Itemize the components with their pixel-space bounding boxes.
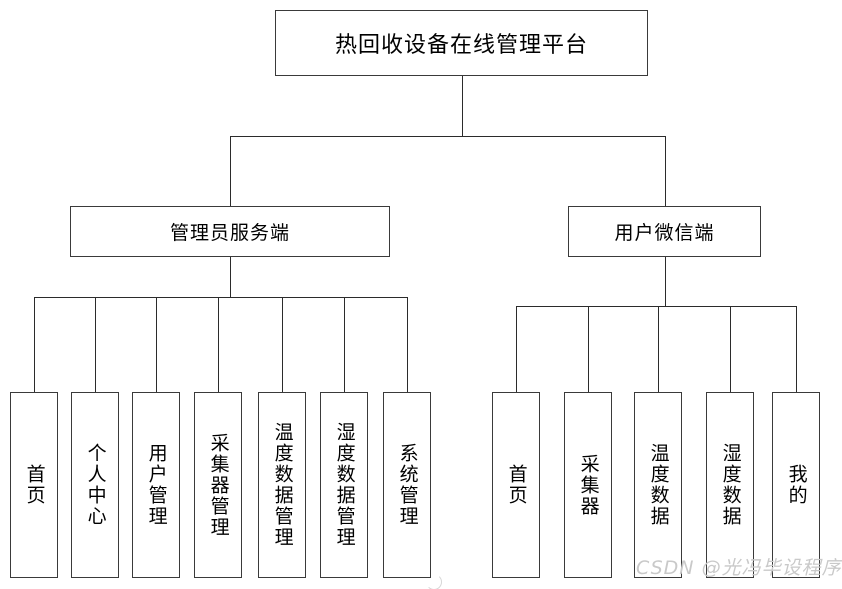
- leaf-node-0-6[interactable]: 系统管理: [383, 392, 431, 578]
- connector-line-vertical: [34, 297, 35, 392]
- leaf-node-label: 我的: [785, 464, 808, 506]
- connector-line-vertical: [796, 306, 797, 392]
- connector-line-vertical: [730, 306, 731, 392]
- leaf-node-label: 温度数据管理: [271, 422, 294, 548]
- stray-arc-artifact: [426, 574, 442, 589]
- connector-line-vertical: [218, 297, 219, 392]
- leaf-node-0-5[interactable]: 湿度数据管理: [320, 392, 368, 578]
- connector-line-vertical: [95, 297, 96, 392]
- leaf-node-0-1[interactable]: 个人中心: [71, 392, 119, 578]
- leaf-node-0-2[interactable]: 用户管理: [132, 392, 180, 578]
- branch-node-admin-server[interactable]: 管理员服务端: [70, 206, 390, 257]
- csdn-watermark: CSDN @光冯毕设程序: [636, 557, 842, 579]
- connector-line-vertical: [407, 297, 408, 392]
- connector-line-vertical: [282, 297, 283, 392]
- branch-node-label: 管理员服务端: [169, 222, 290, 244]
- leaf-node-label: 用户管理: [145, 443, 168, 527]
- connector-line-horizontal: [230, 136, 665, 137]
- branch-node-user-wechat[interactable]: 用户微信端: [568, 206, 761, 257]
- leaf-node-1-2[interactable]: 温度数据: [634, 392, 682, 578]
- leaf-node-label: 系统管理: [396, 443, 419, 527]
- leaf-node-label: 首页: [23, 464, 46, 506]
- connector-line-horizontal: [516, 306, 796, 307]
- connector-line-vertical: [156, 297, 157, 392]
- connector-line-vertical: [658, 306, 659, 392]
- connector-line-vertical: [230, 257, 231, 297]
- leaf-node-label: 首页: [505, 464, 528, 506]
- leaf-node-1-0[interactable]: 首页: [492, 392, 540, 578]
- connector-line-vertical: [664, 257, 666, 306]
- leaf-node-0-0[interactable]: 首页: [10, 392, 58, 578]
- branch-node-label: 用户微信端: [614, 222, 715, 244]
- leaf-node-1-3[interactable]: 湿度数据: [706, 392, 754, 578]
- connector-line-vertical: [588, 306, 589, 392]
- connector-line-horizontal: [34, 297, 407, 298]
- leaf-node-label: 湿度数据管理: [333, 422, 356, 548]
- leaf-node-label: 采集器管理: [207, 432, 230, 538]
- leaf-node-label: 采集器: [577, 453, 600, 517]
- connector-line-vertical: [664, 136, 666, 206]
- leaf-node-0-3[interactable]: 采集器管理: [194, 392, 242, 578]
- root-node-platform[interactable]: 热回收设备在线管理平台: [275, 10, 648, 76]
- leaf-node-label: 温度数据: [647, 443, 670, 527]
- connector-line-vertical: [461, 76, 463, 136]
- connector-line-vertical: [344, 297, 345, 392]
- leaf-node-1-4[interactable]: 我的: [772, 392, 820, 578]
- leaf-node-label: 个人中心: [84, 443, 107, 527]
- leaf-node-1-1[interactable]: 采集器: [564, 392, 612, 578]
- leaf-node-label: 湿度数据: [719, 443, 742, 527]
- leaf-node-0-4[interactable]: 温度数据管理: [258, 392, 306, 578]
- connector-line-vertical: [516, 306, 517, 392]
- connector-line-vertical: [230, 136, 231, 206]
